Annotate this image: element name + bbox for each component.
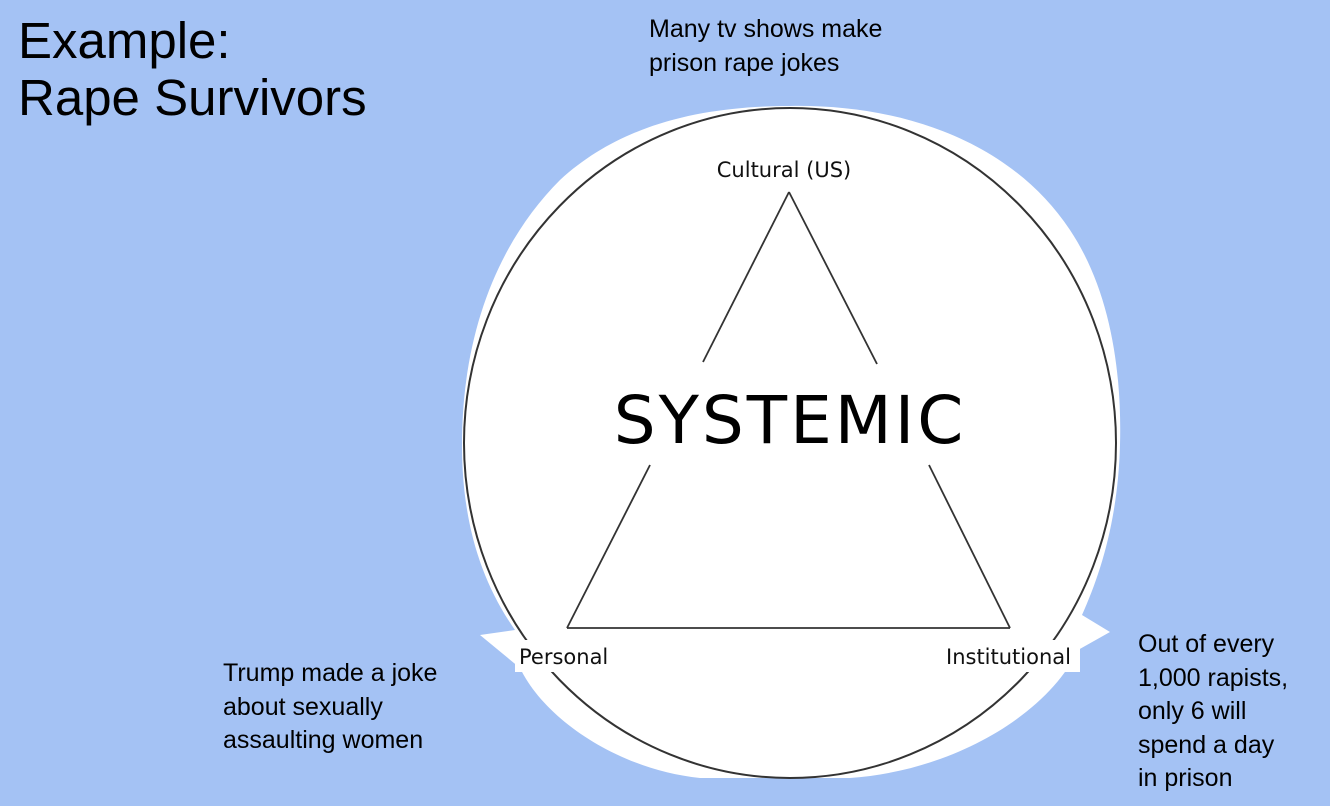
slide-title-line-2: Rape Survivors xyxy=(18,69,367,126)
institutional-example-note: Out of every 1,000 rapists, only 6 will … xyxy=(1138,628,1328,796)
systemic-circle xyxy=(463,107,1117,779)
note-line: Out of every xyxy=(1138,630,1275,658)
note-line: spend a day xyxy=(1138,730,1275,759)
note-line: prison rape jokes xyxy=(649,48,840,77)
triangle-edge-bottom-left xyxy=(566,464,651,629)
slide-title-line-1: Example: xyxy=(18,12,231,69)
personal-label-backing xyxy=(515,640,620,672)
vertex-label-cultural: Cultural (US) xyxy=(717,158,851,182)
vertex-label-institutional: Institutional xyxy=(946,645,1071,669)
vertex-label-personal: Personal xyxy=(519,645,608,669)
triangle-edge-bottom-right xyxy=(928,464,1011,629)
note-line: assaulting women xyxy=(223,726,424,754)
note-line: Many tv shows make xyxy=(649,15,883,43)
center-label-systemic: SYSTEMIC xyxy=(614,382,967,459)
institutional-label-backing xyxy=(940,640,1080,672)
slide-title: Example: Rape Survivors xyxy=(18,12,367,126)
note-line: 1,000 rapists, xyxy=(1138,663,1289,692)
note-line: about sexually xyxy=(223,692,383,721)
cultural-example-note: Many tv shows make prison rape jokes xyxy=(649,13,949,80)
note-line: only 6 will xyxy=(1138,697,1247,725)
triangle-edge-top-left xyxy=(702,191,790,363)
triangle-edge-top-right xyxy=(788,191,878,365)
note-line: in prison xyxy=(1138,764,1233,792)
personal-example-note: Trump made a joke about sexually assault… xyxy=(223,657,483,758)
note-line: Trump made a joke xyxy=(223,659,438,687)
